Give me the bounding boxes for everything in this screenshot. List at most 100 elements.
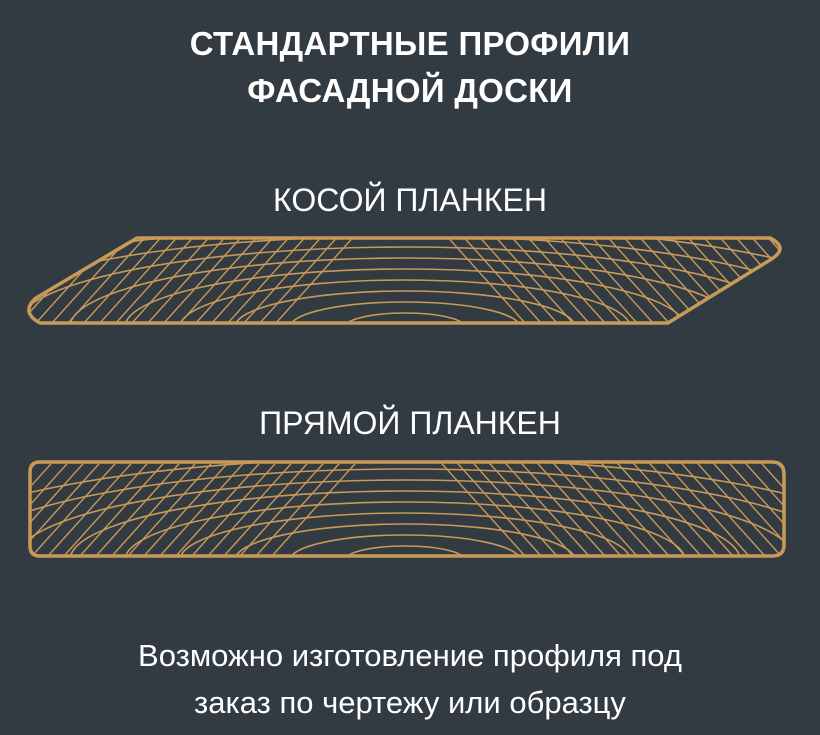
grain-stroke (191, 462, 278, 556)
grain-stroke (63, 462, 150, 556)
grain-stroke (519, 462, 606, 556)
grain-stroke (503, 462, 590, 556)
page-title-line-1: СТАНДАРТНЫЕ ПРОФИЛИ (189, 25, 631, 62)
grain-stroke (575, 238, 654, 323)
grain-ring (344, 545, 466, 556)
grain-stroke (211, 238, 290, 323)
grain-stroke (35, 238, 114, 323)
grain-stroke (83, 238, 162, 323)
grain-ring (289, 301, 521, 323)
grain-stroke (743, 462, 784, 556)
grain-ring (234, 523, 576, 556)
grain-stroke (599, 462, 686, 556)
grain-stroke (31, 462, 118, 556)
grain-stroke (495, 238, 574, 323)
grain-stroke (719, 238, 780, 323)
grain-stroke (223, 462, 310, 556)
grain-stroke (591, 238, 670, 323)
grain-ring (179, 279, 631, 323)
grain-ring (344, 312, 466, 323)
grain-stroke (511, 238, 590, 323)
grain-stroke (0, 238, 17, 323)
grain-stroke (455, 462, 542, 556)
grain-ring (28, 246, 780, 323)
grain-stroke (792, 462, 820, 556)
grain-stroke (767, 238, 780, 323)
grain-ring (30, 479, 784, 556)
grain-stroke (30, 462, 54, 556)
grain-stroke (615, 462, 702, 556)
grain-stroke (607, 238, 686, 323)
grain-ring (179, 512, 631, 556)
grain-stroke (159, 462, 246, 556)
grain-stroke (95, 462, 182, 556)
grain-stroke (111, 462, 198, 556)
grain-stroke (559, 238, 638, 323)
grain-stroke (275, 238, 354, 323)
grain-stroke (195, 238, 274, 323)
footer-line-1: Возможно изготовление профиля под (138, 638, 682, 673)
grain-stroke (463, 238, 542, 323)
grain-stroke (535, 462, 622, 556)
grain-stroke (131, 238, 210, 323)
grain-stroke (471, 462, 558, 556)
grain-stroke (759, 462, 784, 556)
grain-stroke (47, 462, 134, 556)
grain-ring (234, 290, 576, 323)
grain-stroke (239, 462, 326, 556)
grain-ring (69, 257, 741, 323)
grain-stroke (259, 238, 338, 323)
grain-stroke (179, 238, 258, 323)
grain-stroke (255, 462, 342, 556)
grain-stroke (30, 462, 70, 556)
grain-stroke (143, 462, 230, 556)
grain-stroke (735, 238, 780, 323)
grain-stroke (479, 238, 558, 323)
grain-stroke (785, 238, 820, 323)
profile-label-pryamoy-planken: ПРЯМОЙ ПЛАНКЕН (259, 405, 561, 441)
grain-stroke (28, 238, 82, 323)
grain-stroke (67, 238, 146, 323)
profile-label-kosoy-planken: КОСОЙ ПЛАНКЕН (273, 182, 547, 218)
grain-stroke (687, 238, 766, 323)
kosoy-planken-outline (27, 236, 782, 325)
pryamoy-planken-profile-diagram (0, 460, 820, 558)
grain-ring (124, 501, 686, 556)
grain-stroke (567, 462, 654, 556)
kosoy-planken-profile-diagram (0, 236, 820, 325)
grain-ring (30, 468, 784, 556)
grain-ring (30, 462, 784, 556)
grain-stroke (751, 238, 780, 323)
grain-stroke (207, 462, 294, 556)
grain-stroke (679, 462, 766, 556)
grain-stroke (115, 238, 194, 323)
grain-stroke (695, 462, 782, 556)
grain-stroke (631, 462, 718, 556)
grain-ring (124, 268, 686, 323)
wood-grain-hatching (0, 462, 820, 556)
grain-stroke (79, 462, 166, 556)
grain-ring (69, 490, 741, 556)
grain-stroke (543, 238, 622, 323)
grain-stroke (0, 462, 21, 556)
grain-stroke (551, 462, 638, 556)
grain-stroke (127, 462, 214, 556)
grain-stroke (487, 462, 574, 556)
grain-stroke (147, 238, 226, 323)
grain-stroke (527, 238, 606, 323)
grain-stroke (703, 238, 780, 323)
pryamoy-planken-outline (28, 460, 786, 558)
grain-stroke (439, 462, 526, 556)
grain-stroke (99, 238, 178, 323)
grain-stroke (175, 462, 262, 556)
grain-stroke (727, 462, 784, 556)
grain-stroke (271, 462, 358, 556)
grain-stroke (243, 238, 322, 323)
grain-stroke (647, 462, 734, 556)
grain-stroke (447, 238, 526, 323)
grain-stroke (30, 462, 86, 556)
grain-ring (289, 534, 521, 556)
footer-note: Возможно изготовление профиля под заказ … (0, 632, 820, 726)
grain-stroke (28, 238, 50, 323)
footer-line-2: заказ по чертежу или образцу (194, 685, 626, 720)
